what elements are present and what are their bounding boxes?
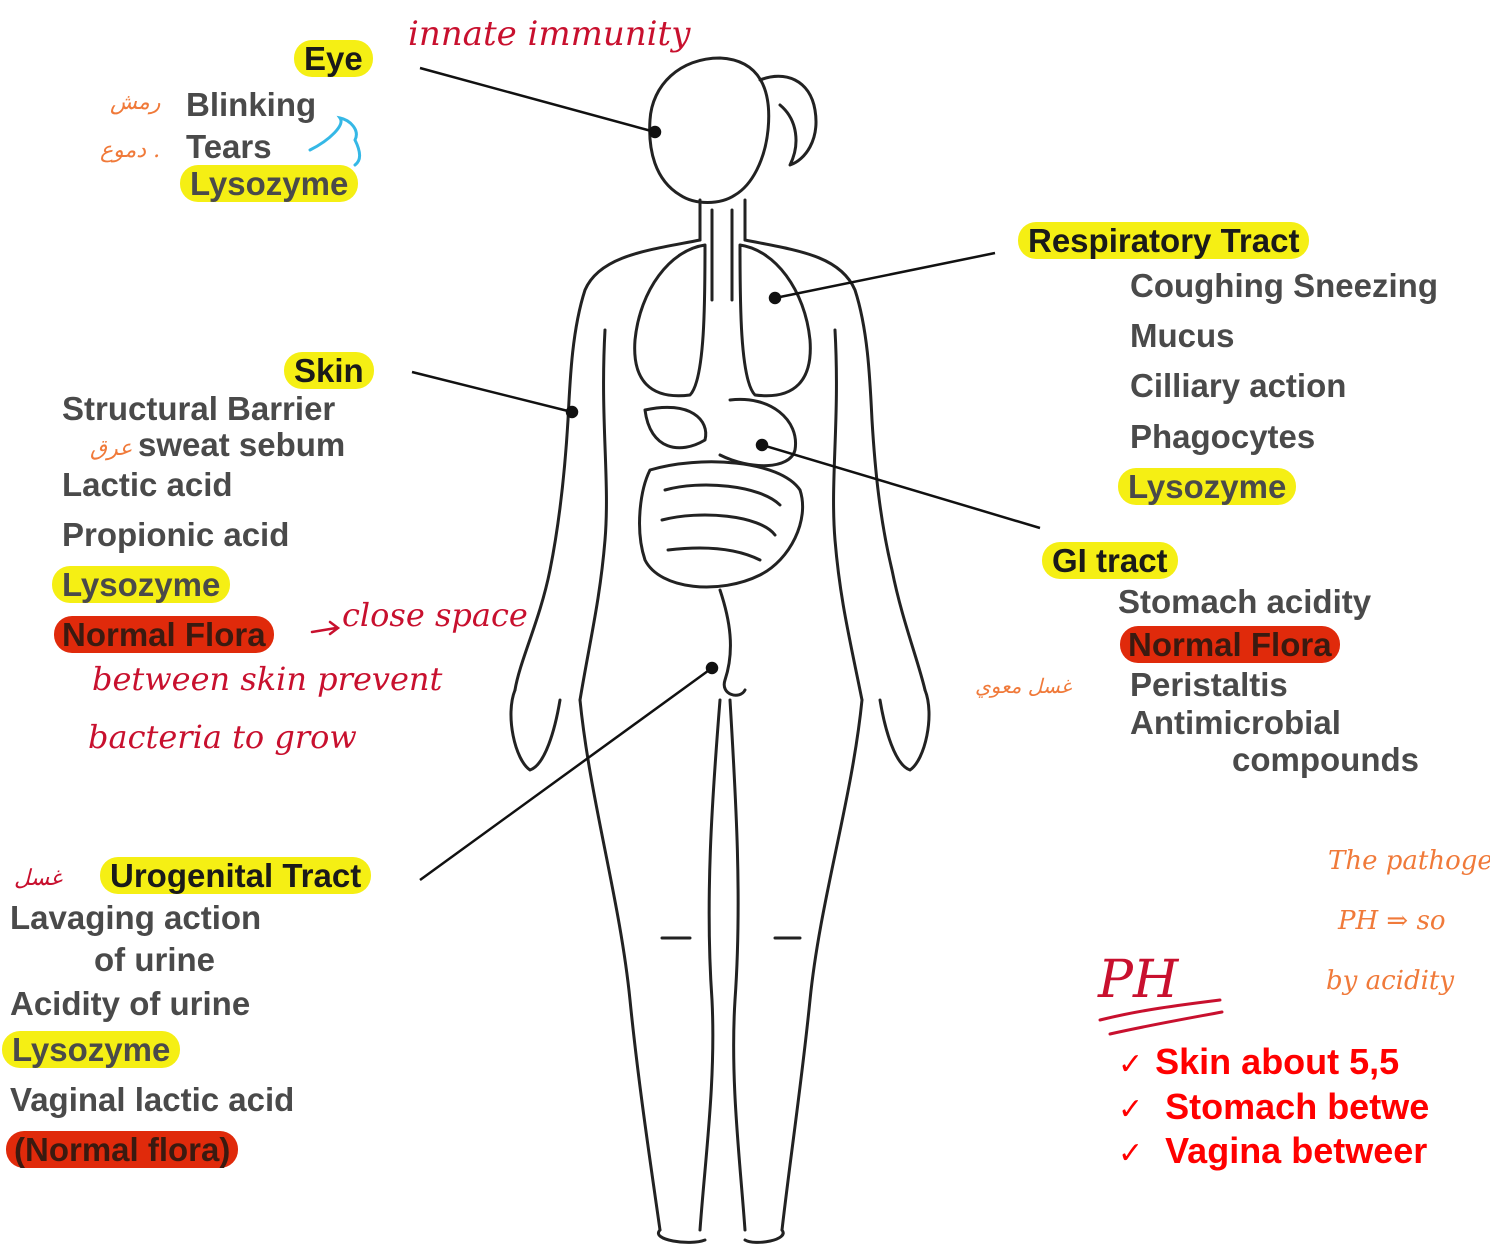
eye-arabic-note-1: رمش [110, 90, 160, 115]
lungs [635, 245, 811, 396]
innate-immunity-note: innate immunity [408, 14, 690, 54]
uro-item-of-urine: of urine [94, 941, 215, 979]
right-hand [880, 690, 929, 770]
check-icon: ✓ [1118, 1136, 1143, 1171]
tears-bracket-scribble [310, 118, 360, 165]
eye-pointer [420, 68, 655, 132]
pathogen-note-2: PH ⇒ so [1338, 906, 1445, 936]
skin-item-sweat-sebum: sweat sebum [138, 426, 345, 464]
urogenital-title: Urogenital Tract [100, 857, 371, 895]
ph-heading: PH [1098, 950, 1178, 1010]
resp-item-phagocytes: Phagocytes [1130, 418, 1315, 456]
neck [700, 200, 745, 240]
resp-item-cilliary: Cilliary action [1130, 367, 1346, 405]
resp-item-mucus: Mucus [1130, 317, 1235, 355]
left-hand [511, 690, 560, 770]
gi-item-peristaltis: Peristaltis [1130, 666, 1288, 704]
rectum [720, 590, 745, 695]
skin-pointer [412, 372, 572, 412]
eye-title: Eye [294, 40, 373, 78]
skin-item-lysozyme: Lysozyme [52, 566, 230, 604]
pathogen-note-1: The pathoge [1328, 846, 1490, 876]
skin-item-normal-flora: Normal Flora [54, 616, 274, 654]
gi-title: GI tract [1042, 542, 1178, 580]
gi-pointer [762, 445, 1040, 528]
eye-item-tears: Tears [186, 128, 272, 166]
skin-title: Skin [284, 352, 374, 390]
urogenital-pointer [420, 668, 712, 880]
resp-item-lysozyme: Lysozyme [1118, 468, 1296, 506]
uro-item-normal-flora: (Normal flora) [6, 1131, 238, 1169]
eye-item-blinking: Blinking [186, 86, 316, 124]
feet [658, 1230, 783, 1242]
skin-arabic-note: عرق [90, 436, 132, 461]
respiratory-title: Respiratory Tract [1018, 222, 1309, 260]
intestines [640, 462, 803, 587]
ph-item-skin: ✓Skin about 5,5 [1118, 1040, 1429, 1085]
resp-item-coughing: Coughing Sneezing [1130, 267, 1438, 305]
normal-flora-note-2: between skin prevent [92, 660, 442, 698]
uro-item-vaginal-lactic: Vaginal lactic acid [10, 1081, 294, 1119]
gi-item-compounds: compounds [1232, 741, 1419, 779]
trachea [712, 210, 732, 300]
skin-item-lactic-acid: Lactic acid [62, 466, 233, 504]
gi-arabic-note: غسل معوي [975, 674, 1071, 698]
respiratory-pointer [775, 253, 995, 298]
leg-inner [700, 700, 745, 1230]
waist-right [834, 330, 862, 700]
eye-arabic-note-2: دموع . [100, 138, 160, 163]
ph-item-vagina: ✓ Vagina betweer [1118, 1129, 1429, 1174]
pathogen-note-3: by acidity [1326, 966, 1454, 996]
uro-item-lavaging: Lavaging action [10, 899, 261, 937]
check-icon: ✓ [1118, 1047, 1143, 1082]
ph-item-stomach: ✓ Stomach betwe [1118, 1085, 1429, 1130]
check-icon: ✓ [1118, 1092, 1143, 1127]
liver [645, 407, 706, 447]
gi-item-stomach-acidity: Stomach acidity [1118, 583, 1371, 621]
uro-item-lysozyme: Lysozyme [2, 1031, 180, 1069]
head-outline [650, 58, 769, 203]
ph-checklist: ✓Skin about 5,5 ✓ Stomach betwe ✓ Vagina… [1118, 1040, 1429, 1174]
eye-item-lysozyme: Lysozyme [180, 165, 358, 203]
skin-item-structural-barrier: Structural Barrier [62, 390, 335, 428]
normal-flora-note-3: bacteria to grow [88, 718, 357, 756]
stomach [720, 399, 796, 465]
flora-arrow-scribble [312, 622, 338, 634]
gi-item-normal-flora: Normal Flora [1120, 626, 1340, 664]
uro-item-acidity: Acidity of urine [10, 985, 250, 1023]
waist-left [580, 330, 606, 700]
gi-item-antimicrobial: Antimicrobial [1130, 704, 1341, 742]
leg-right-outer [782, 700, 862, 1230]
skin-item-propionic-acid: Propionic acid [62, 516, 289, 554]
uro-arabic-note: غسل [14, 866, 62, 891]
leg-left-outer [580, 700, 660, 1230]
normal-flora-note-1: close space [342, 596, 528, 634]
